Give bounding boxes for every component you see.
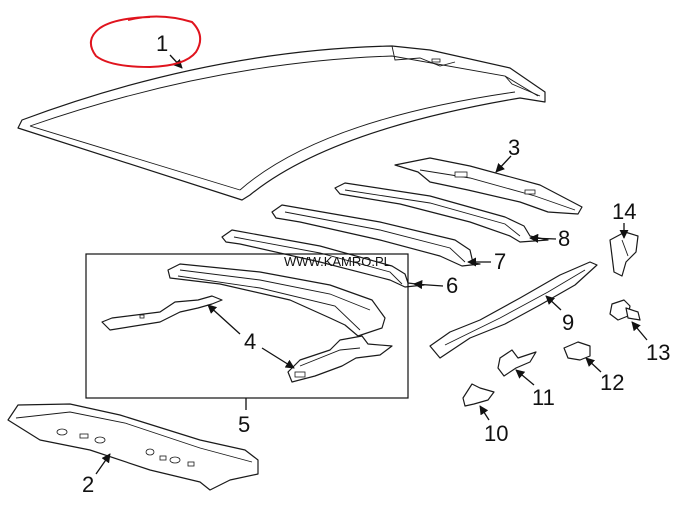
red-highlight-circle [89,15,202,69]
callout-7: 7 [494,249,506,274]
roof-bow-middle [271,204,481,267]
side-rail-reinforcement [429,261,598,359]
callout-3: 3 [508,135,520,160]
callout-10: 10 [484,421,508,446]
header-bracket-right [287,335,393,383]
rear-header-assembly [167,263,386,337]
watermark-text: WWW.KAMRO.PL [284,254,391,269]
small-bracket-10 [462,383,495,407]
rear-panel [7,403,259,491]
callout-5: 5 [238,412,250,437]
bolt [609,299,641,321]
callout-9: 9 [562,310,574,335]
callout-14: 14 [612,199,636,224]
callout-12: 12 [600,370,624,395]
callout-8: 8 [558,226,570,251]
callout-labels: 1 2 3 4 5 6 7 8 9 10 11 12 13 14 [82,31,670,497]
callout-1: 1 [156,31,168,56]
callout-2: 2 [82,472,94,497]
leader-lines [95,54,648,475]
small-bracket-11 [497,349,537,377]
callout-4: 4 [244,329,256,354]
small-bracket-12 [563,341,591,361]
callout-11: 11 [532,385,555,410]
clip-bracket [609,231,639,277]
front-header-rail [394,157,583,215]
header-bracket-left [101,295,223,331]
assembly-group-box [85,253,409,399]
roof-panel [17,45,546,201]
roof-bow-front [334,182,549,243]
callout-6: 6 [446,273,458,298]
callout-13: 13 [646,340,670,365]
